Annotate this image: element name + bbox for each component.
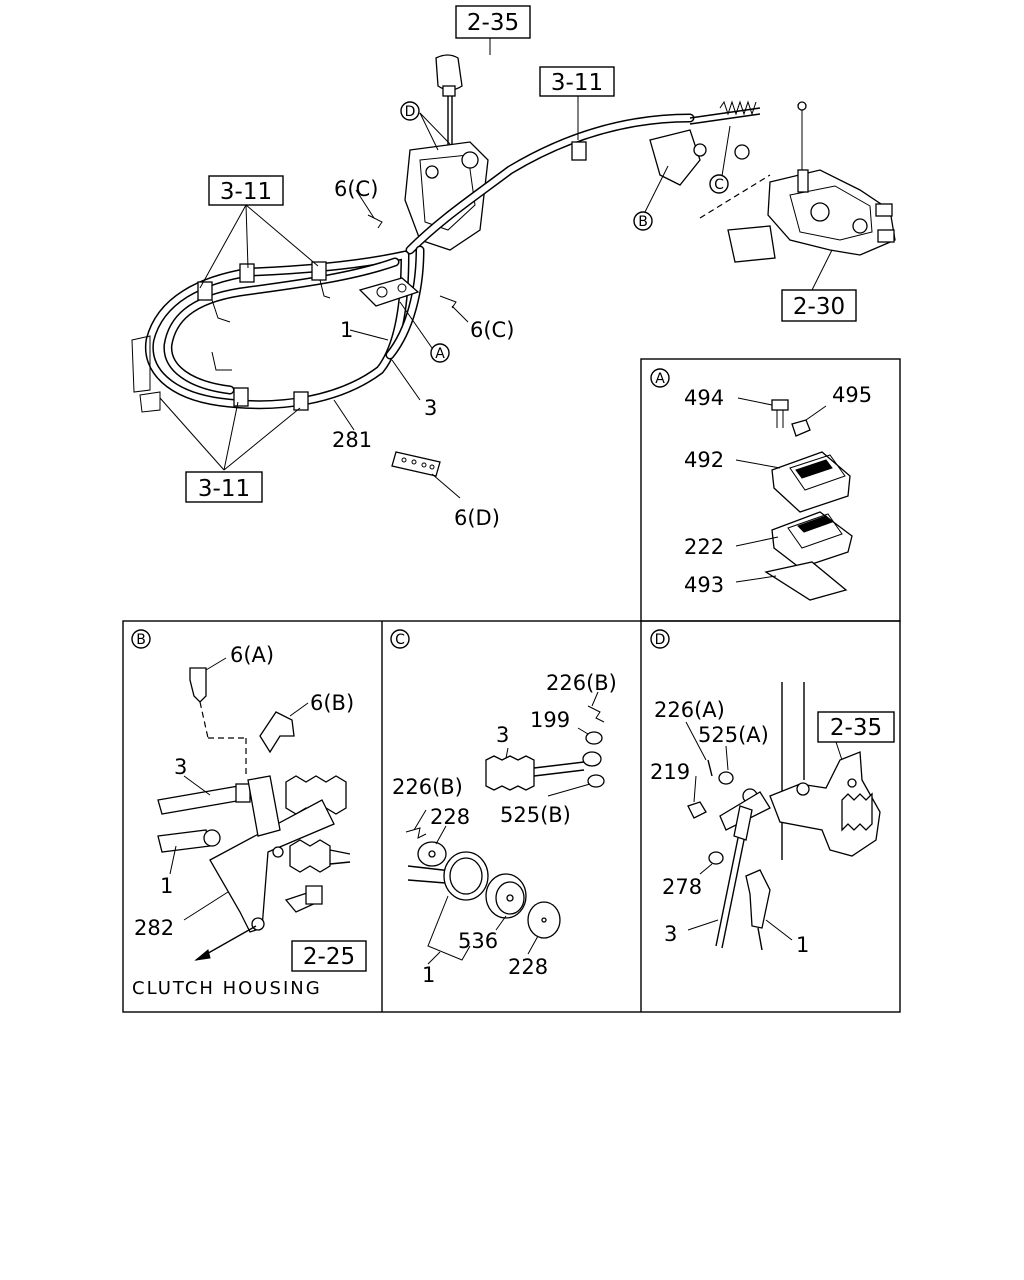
label-6d: 6(D) [454, 506, 500, 530]
label-525b: 525(B) [500, 803, 571, 827]
label-6b: 6(B) [310, 691, 354, 715]
bracket-a [358, 277, 420, 307]
label-492: 492 [684, 448, 724, 472]
ref-3-11-left-text: 3-11 [220, 179, 272, 205]
pin-226b-left-shape [405, 827, 427, 839]
label-6c-lower: 6(C) [470, 318, 514, 342]
cable-clips [131, 141, 587, 413]
ref-3-11-bottom-text: 3-11 [198, 476, 250, 502]
label-199: 199 [530, 708, 570, 732]
ref-box-3-11-bottom: 3-11 [185, 471, 263, 503]
ref-2-35-detail-text: 2-35 [830, 715, 882, 741]
transmission-housing [699, 101, 896, 263]
detail-d: D 226(A) 525(A) 219 [650, 629, 895, 957]
marker-b-detail: B [131, 629, 151, 649]
ref-2-35-text: 2-35 [467, 10, 519, 36]
label-6c-upper: 6(C) [334, 177, 378, 201]
label-494: 494 [684, 386, 724, 410]
label-281: 281 [332, 428, 372, 452]
label-228-top: 228 [430, 805, 470, 829]
marker-a-detail: A [650, 368, 670, 388]
shift-lever [404, 54, 489, 251]
marker-d-detail-text: D [655, 632, 666, 648]
marker-c-main: C [709, 174, 729, 194]
label-c-cable-3: 3 [496, 723, 509, 747]
label-cable-3: 3 [424, 396, 437, 420]
detail-b: B 6(A) 6(B) 3 [131, 629, 367, 999]
marker-b-main-text: B [638, 214, 648, 230]
label-228-bottom: 228 [508, 955, 548, 979]
label-6a: 6(A) [230, 643, 274, 667]
label-278: 278 [662, 875, 702, 899]
ref-box-3-11-top: 3-11 [539, 66, 615, 97]
label-c-assembly-1: 1 [422, 963, 435, 987]
marker-d-main: D [400, 101, 420, 121]
marker-d-main-text: D [405, 104, 416, 120]
bracket-b [649, 129, 750, 186]
label-525a: 525(A) [698, 723, 769, 747]
marker-c-main-text: C [714, 177, 724, 193]
marker-a-main-text: A [435, 346, 445, 362]
detail-frames [122, 358, 901, 1013]
grommet-6d [391, 451, 441, 477]
label-226b-left: 226(B) [392, 775, 463, 799]
marker-d-detail: D [650, 629, 670, 649]
marker-a-detail-text: A [655, 371, 665, 387]
clip-6c-upper-shape [367, 214, 383, 229]
ref-3-11-top-text: 3-11 [551, 70, 603, 96]
ref-box-2-35-detail: 2-35 [817, 711, 895, 743]
label-219: 219 [650, 760, 690, 784]
marker-b-detail-text: B [136, 632, 146, 648]
ref-box-3-11-left: 3-11 [208, 175, 284, 206]
ref-box-2-30: 2-30 [781, 289, 857, 322]
label-cable-1: 1 [340, 318, 353, 342]
label-d-cable-1: 1 [796, 933, 809, 957]
label-226b-top: 226(B) [546, 671, 617, 695]
marker-a-main: A [430, 343, 450, 363]
label-536: 536 [458, 929, 498, 953]
marker-c-detail-text: C [395, 632, 405, 648]
ref-2-30-text: 2-30 [793, 294, 845, 320]
marker-b-main: B [633, 211, 653, 231]
label-226a: 226(A) [654, 698, 725, 722]
clip-6c-lower-shape [439, 295, 457, 309]
ref-box-2-25: 2-25 [291, 940, 367, 972]
ref-2-25-text: 2-25 [303, 944, 355, 970]
label-282: 282 [134, 916, 174, 940]
pin-226b-top-shape [587, 705, 605, 723]
label-b-cable-1: 1 [160, 874, 173, 898]
ref-box-2-35: 2-35 [455, 5, 531, 39]
label-d-cable-3: 3 [664, 922, 677, 946]
detail-c: C 226(B) 1 [390, 629, 617, 987]
label-493: 493 [684, 573, 724, 597]
main-assembly: 2-35 3-11 3-11 3-11 2-30 6(C) 6(C) 1 3 2… [131, 5, 896, 530]
clutch-housing-caption: CLUTCH HOUSING [132, 978, 322, 999]
label-495: 495 [832, 383, 872, 407]
label-222: 222 [684, 535, 724, 559]
detail-a: A 494 495 492 222 493 [650, 368, 872, 601]
shift-cables [144, 100, 761, 410]
marker-c-detail: C [390, 629, 410, 649]
label-b-cable-3: 3 [174, 755, 187, 779]
